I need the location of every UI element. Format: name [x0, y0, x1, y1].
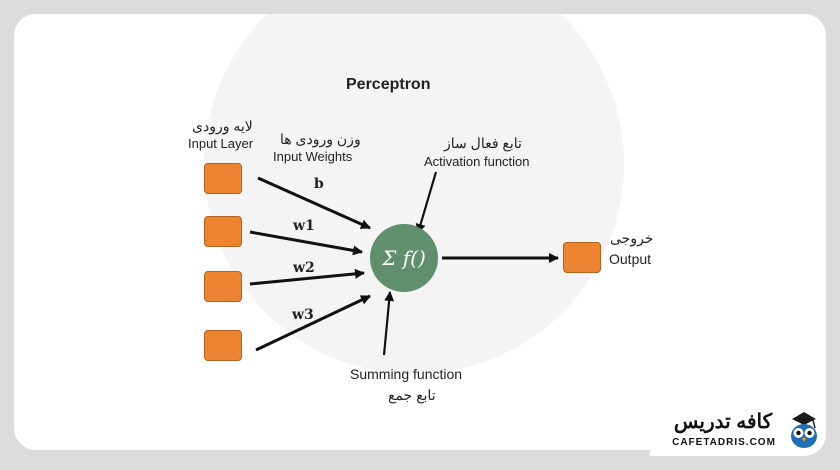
arrow-summing — [382, 291, 395, 356]
background-decoration — [204, 14, 624, 374]
arrow-bias — [257, 176, 371, 230]
diagram-title: Perceptron — [346, 76, 431, 93]
output-label-en: Output — [609, 251, 652, 267]
weight-label-w3: w3 — [292, 307, 314, 323]
activation-label-en: Activation function — [424, 154, 530, 169]
neuron-node — [370, 224, 438, 292]
input-weights-label-fa: وزن ورودی ها — [280, 131, 361, 147]
brand-domain: CAFETADRIS.COM — [672, 437, 776, 448]
weight-label-w1: w1 — [293, 218, 315, 234]
brand-name-fa: کافه تدریس — [673, 411, 773, 433]
summing-label-fa: تابع جمع — [388, 387, 436, 403]
output-node — [563, 242, 601, 273]
owl-mascot-icon — [791, 412, 817, 448]
arrow-w2 — [249, 268, 365, 286]
input-node-1 — [204, 216, 242, 247]
input-node-2 — [204, 271, 242, 302]
arrow-w1 — [249, 230, 363, 256]
input-node-3 — [204, 330, 242, 361]
arrow-activation — [415, 171, 438, 234]
diagram-card — [14, 14, 826, 450]
output-label-fa: خروجی — [610, 230, 654, 246]
arrow-w3 — [255, 294, 371, 352]
summing-label-en: Summing function — [350, 366, 463, 382]
brand-badge: کافه تدریس CAFETADRIS.COM — [650, 404, 826, 456]
input-layer-label-fa: لایه ورودی — [192, 118, 253, 134]
neuron-symbol: Σ f() — [382, 246, 426, 270]
activation-label-fa: تابع فعال ساز — [444, 135, 522, 151]
input-layer-label-en: Input Layer — [188, 136, 254, 151]
weight-label-w2: w2 — [293, 260, 315, 276]
weight-label-b: b — [314, 176, 324, 192]
input-node-bias — [204, 163, 242, 194]
input-weights-label-en: Input Weights — [273, 149, 353, 164]
